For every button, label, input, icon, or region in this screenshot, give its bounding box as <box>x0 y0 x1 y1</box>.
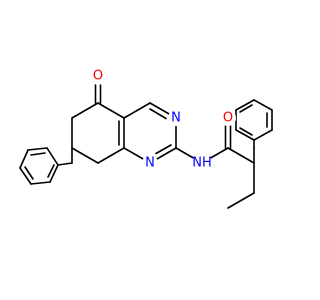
atom-o-ketone-bg <box>90 68 106 84</box>
bond-c8-c8a <box>97 147 125 164</box>
bond-c7-c8 <box>71 147 99 164</box>
bond-ph2-c <box>253 129 273 141</box>
bond-ph2-inner-b <box>239 104 253 113</box>
bond-n1-c8a <box>123 147 145 161</box>
bond-ph2-f <box>235 99 255 111</box>
atom-o-ketone-label: O <box>93 69 103 84</box>
molecule-diagram: O N N NH O <box>19 68 273 209</box>
bond-carbonyl-calpha <box>227 147 255 164</box>
bond-ph1-inner-b <box>24 166 34 180</box>
atom-n-ring-lower: N <box>142 155 158 171</box>
atom-o-ketone: O <box>90 68 106 84</box>
bond-c4a-c4 <box>123 102 151 119</box>
bond-ph1-inner-a <box>30 152 46 156</box>
atom-n-ring-upper-bg <box>168 110 184 126</box>
atom-nh-amide-label: NH <box>192 156 212 171</box>
bond-ph1-b <box>46 147 59 166</box>
bond-c4-n3 <box>149 102 171 116</box>
atom-label-layer: O N N NH O <box>90 68 236 173</box>
bond-c2-n1-inner <box>155 144 172 155</box>
bond-c4a-c5 <box>97 102 125 119</box>
bond-ph1-g <box>49 164 59 183</box>
atom-o-amide-label: O <box>223 111 233 126</box>
bond-ph1-c <box>27 147 48 151</box>
atom-o-amide-bg <box>220 110 236 126</box>
bond-ph1-d <box>19 149 29 169</box>
atom-nh-amide: NH <box>192 153 212 173</box>
bond-c5-c6 <box>71 102 99 119</box>
bond-ethyl-methyl <box>227 192 255 209</box>
bond-ph1-a <box>57 162 73 166</box>
atom-n-ring-upper-label: N <box>171 111 181 126</box>
atom-n-ring-lower-label: N <box>145 156 155 171</box>
bond-c2-n1 <box>155 147 177 161</box>
bond-ph2-inner-c <box>239 127 253 136</box>
atom-n-ring-lower-bg <box>142 155 158 171</box>
bond-layer <box>19 84 273 209</box>
atom-o-amide: O <box>220 110 236 126</box>
bond-nh-carbonyl <box>207 147 229 161</box>
bond-ph1-inner-c <box>47 164 55 178</box>
bond-ph1-e <box>19 167 32 185</box>
bond-ph2-e <box>253 99 273 111</box>
bond-ph1-f <box>30 181 51 185</box>
bond-c2-nh <box>175 147 197 161</box>
atom-nh-amide-bg <box>192 153 212 173</box>
atom-n-ring-upper: N <box>168 110 184 126</box>
bond-c4-n3-inner <box>149 108 167 120</box>
bond-ph2-h <box>235 129 255 141</box>
